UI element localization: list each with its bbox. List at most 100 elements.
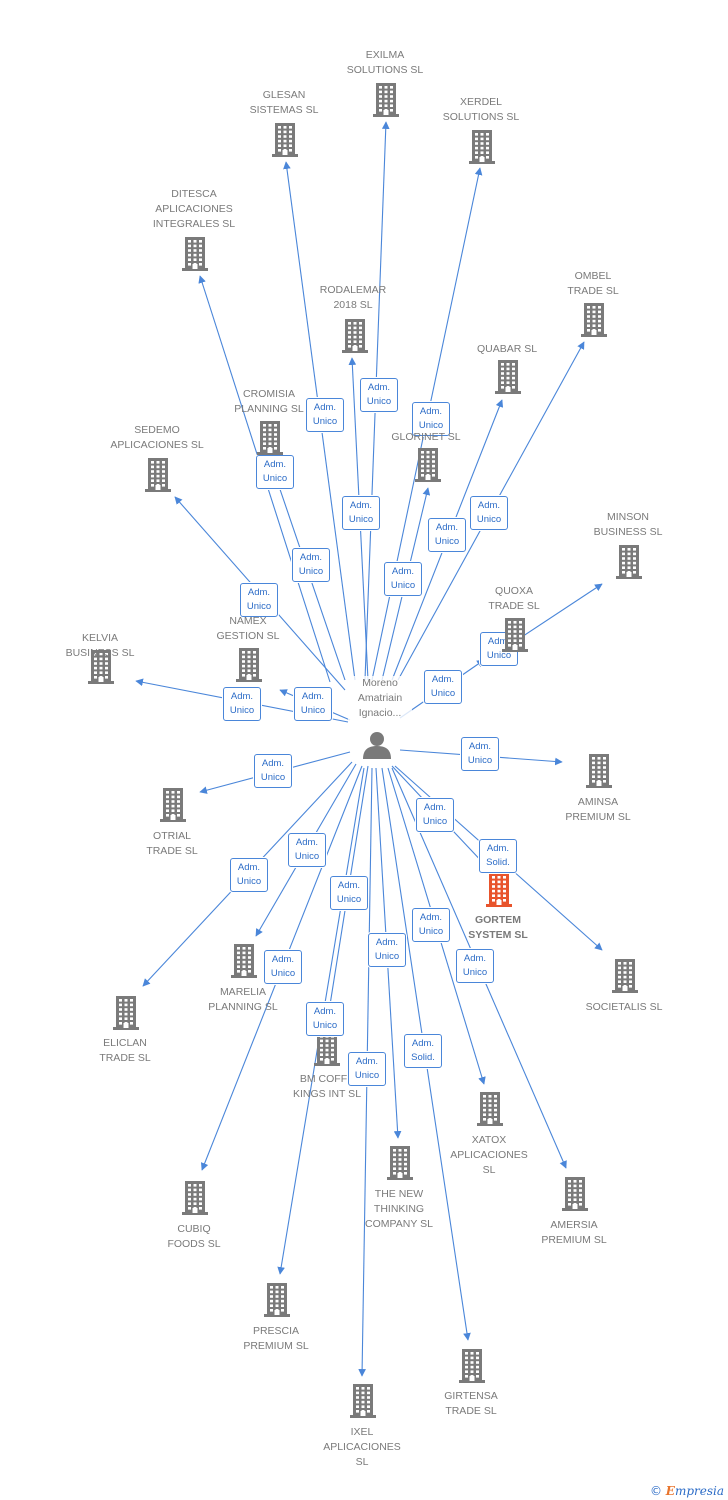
company-node-xerdel[interactable]: XERDEL SOLUTIONS SL [416, 95, 546, 125]
company-node-glorinet[interactable]: GLORINET SL [361, 430, 491, 445]
brand-name: mpresia [674, 1484, 724, 1498]
company-label[interactable]: PRESCIA PREMIUM SL [243, 1325, 309, 1352]
company-label[interactable]: KELVIA BUSINESS SL [65, 632, 135, 659]
building-icon[interactable] [413, 448, 443, 487]
company-label[interactable]: CUBIQ FOODS SL [167, 1223, 221, 1250]
role-badge: Adm. Unico [348, 1052, 386, 1086]
company-node-ombel[interactable]: OMBEL TRADE SL [528, 269, 658, 299]
company-label[interactable]: MINSON BUSINESS SL [593, 511, 663, 538]
company-node-prescia[interactable]: PRESCIA PREMIUM SL [211, 1324, 341, 1354]
building-icon[interactable] [484, 873, 514, 912]
company-label[interactable]: CROMISIA PLANNING SL [234, 388, 304, 415]
company-label[interactable]: GIRTENSA TRADE SL [444, 1390, 498, 1417]
building-icon[interactable] [270, 123, 300, 162]
brand-initial: E [665, 1484, 675, 1498]
company-node-xatox[interactable]: XATOX APLICACIONES SL [424, 1133, 554, 1178]
building-icon[interactable] [262, 1283, 292, 1322]
company-label[interactable]: AMERSIA PREMIUM SL [541, 1219, 607, 1246]
building-icon[interactable] [111, 996, 141, 1035]
company-node-ditesca[interactable]: DITESCA APLICACIONES INTEGRALES SL [129, 187, 259, 232]
building-icon[interactable] [255, 421, 285, 460]
building-icon[interactable] [180, 237, 210, 276]
role-badge: Adm. Unico [412, 402, 450, 436]
copyright-icon: © [649, 1484, 662, 1498]
company-label[interactable]: SEDEMO APLICACIONES SL [110, 424, 204, 451]
company-label[interactable]: MARELIA PLANNING SL [208, 986, 278, 1013]
company-node-kelvia[interactable]: KELVIA BUSINESS SL [35, 631, 165, 661]
company-node-bmcoffe[interactable]: BM COFFE KINGS INT SL [262, 1072, 392, 1102]
company-label[interactable]: SOCIETALIS SL [585, 1001, 663, 1013]
building-icon[interactable] [610, 959, 640, 998]
company-node-marelia[interactable]: MARELIA PLANNING SL [178, 985, 308, 1015]
company-node-rodalemar[interactable]: RODALEMAR 2018 SL [288, 283, 418, 313]
company-label[interactable]: IXEL APLICACIONES SL [323, 1426, 401, 1468]
company-label[interactable]: GLESAN SISTEMAS SL [249, 89, 319, 116]
company-node-sedemo[interactable]: SEDEMO APLICACIONES SL [92, 423, 222, 453]
building-icon[interactable] [579, 303, 609, 342]
company-node-cromisia[interactable]: CROMISIA PLANNING SL [204, 387, 334, 417]
company-node-ixel[interactable]: IXEL APLICACIONES SL [297, 1425, 427, 1470]
building-icon[interactable] [312, 1032, 342, 1071]
company-label[interactable]: NAMEX GESTION SL [216, 615, 280, 642]
company-label[interactable]: XATOX APLICACIONES SL [450, 1134, 528, 1176]
person-icon[interactable] [362, 731, 392, 764]
company-node-eliclan[interactable]: ELICLAN TRADE SL [60, 1036, 190, 1066]
company-label[interactable]: QUOXA TRADE SL [488, 585, 540, 612]
role-badge: Adm. Unico [264, 950, 302, 984]
role-badge: Adm. Unico [461, 737, 499, 771]
building-icon[interactable] [371, 83, 401, 122]
company-node-gortem[interactable]: GORTEM SYSTEM SL [433, 913, 563, 943]
building-icon[interactable] [86, 650, 116, 689]
company-node-societalis[interactable]: SOCIETALIS SL [559, 1000, 689, 1015]
building-icon[interactable] [180, 1181, 210, 1220]
role-badge: Adm. Solid. [479, 839, 517, 873]
building-icon[interactable] [348, 1384, 378, 1423]
building-icon[interactable] [385, 1146, 415, 1185]
company-node-minson[interactable]: MINSON BUSINESS SL [563, 510, 693, 540]
building-icon[interactable] [457, 1349, 487, 1388]
company-label[interactable]: AMINSA PREMIUM SL [565, 796, 631, 823]
person-node[interactable]: Moreno Amatriain Ignacio... [348, 676, 412, 721]
company-node-otrial[interactable]: OTRIAL TRADE SL [107, 829, 237, 859]
company-node-quoxa[interactable]: QUOXA TRADE SL [449, 584, 579, 614]
company-label[interactable]: THE NEW THINKING COMPANY SL [365, 1188, 433, 1230]
company-label[interactable]: OMBEL TRADE SL [567, 270, 619, 297]
company-node-exilma[interactable]: EXILMA SOLUTIONS SL [320, 48, 450, 78]
building-icon[interactable] [584, 754, 614, 793]
building-icon[interactable] [158, 788, 188, 827]
company-label[interactable]: XERDEL SOLUTIONS SL [442, 96, 520, 123]
building-icon[interactable] [493, 360, 523, 399]
company-label[interactable]: ELICLAN TRADE SL [99, 1037, 151, 1064]
company-label[interactable]: QUABAR SL [476, 343, 538, 355]
building-icon[interactable] [500, 618, 530, 657]
company-node-girtensa[interactable]: GIRTENSA TRADE SL [406, 1389, 536, 1419]
building-icon[interactable] [234, 648, 264, 687]
company-label[interactable]: RODALEMAR 2018 SL [319, 284, 387, 311]
company-node-amersia[interactable]: AMERSIA PREMIUM SL [509, 1218, 639, 1248]
brand-footer: © Empresia [650, 1484, 724, 1498]
company-label[interactable]: GORTEM SYSTEM SL [468, 914, 528, 941]
building-icon[interactable] [560, 1177, 590, 1216]
company-node-cubiq[interactable]: CUBIQ FOODS SL [129, 1222, 259, 1252]
company-label[interactable]: EXILMA SOLUTIONS SL [346, 49, 424, 76]
building-icon[interactable] [614, 545, 644, 584]
building-icon[interactable] [475, 1092, 505, 1131]
role-badge: Adm. Unico [256, 455, 294, 489]
company-label[interactable]: OTRIAL TRADE SL [146, 830, 198, 857]
company-label[interactable]: DITESCA APLICACIONES INTEGRALES SL [152, 188, 236, 230]
building-icon[interactable] [229, 944, 259, 983]
company-label[interactable]: BM COFFE KINGS INT SL [292, 1073, 362, 1100]
building-icon[interactable] [467, 130, 497, 169]
building-icon[interactable] [143, 458, 173, 497]
role-badge: Adm. Unico [424, 670, 462, 704]
company-node-namex[interactable]: NAMEX GESTION SL [183, 614, 313, 644]
company-node-aminsa[interactable]: AMINSA PREMIUM SL [533, 795, 663, 825]
company-node-thenew[interactable]: THE NEW THINKING COMPANY SL [334, 1187, 464, 1232]
person-name[interactable]: Moreno Amatriain Ignacio... [348, 676, 412, 721]
building-icon[interactable] [340, 319, 370, 358]
company-node-glesan[interactable]: GLESAN SISTEMAS SL [219, 88, 349, 118]
company-node-quabar[interactable]: QUABAR SL [442, 342, 572, 357]
role-badge: Adm. Unico [306, 1002, 344, 1036]
company-label[interactable]: GLORINET SL [391, 431, 461, 443]
